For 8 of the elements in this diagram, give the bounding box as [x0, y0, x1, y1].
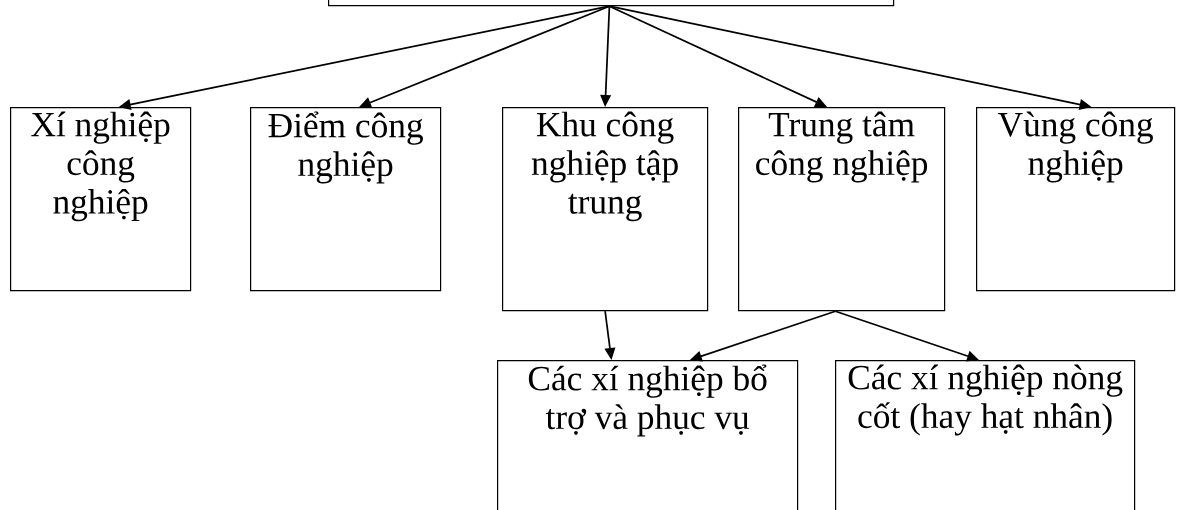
text-box: Các xí nghiệp nòng cốt (hay hạt nhân) [835, 360, 1136, 510]
text-box: Vùng công nghiệp [976, 107, 1176, 292]
empty-box [328, 0, 895, 7]
text-box: Xí nghiệp công nghiệp [10, 107, 192, 292]
text-box: Điểm công nghiệp [250, 107, 442, 292]
text-box: Khu công nghiệp tập trung [502, 107, 709, 312]
text-box: Các xí nghiệp bổ trợ và phục vụ [497, 360, 799, 510]
text-box: Trung tâm công nghiệp [738, 107, 946, 312]
